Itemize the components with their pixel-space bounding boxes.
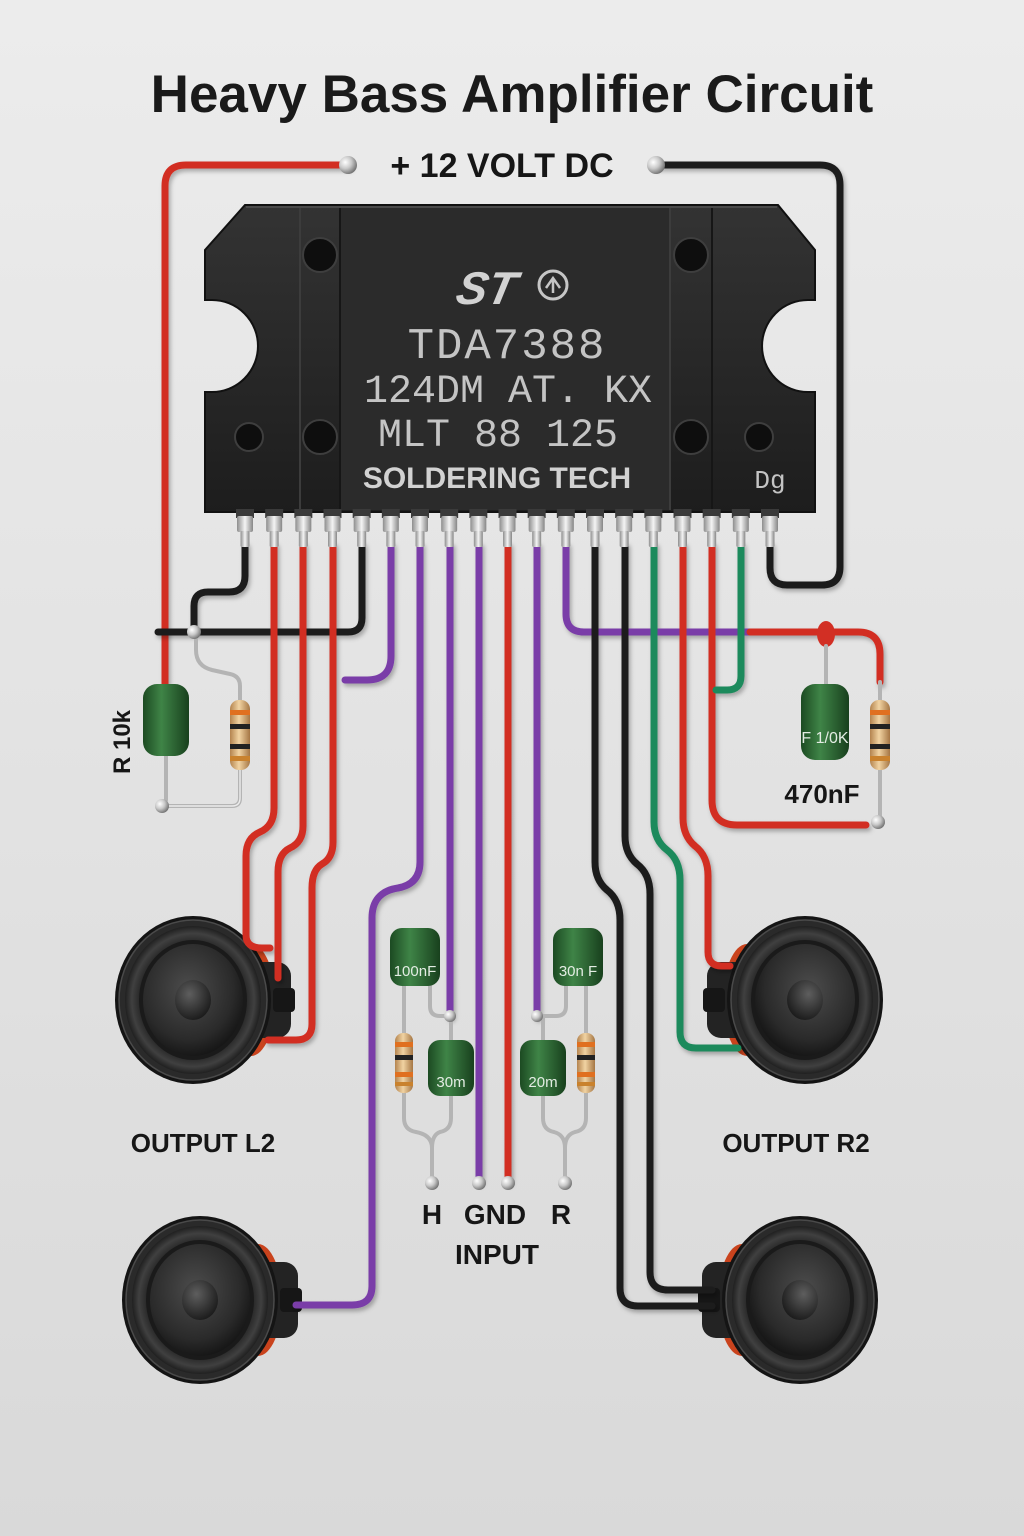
- chip-pin-5: [352, 509, 371, 547]
- wire-pin-7: [292, 541, 424, 1309]
- chip-pins: [236, 509, 779, 547]
- capacitor-30m-label: 30m: [436, 1074, 465, 1091]
- input-terminals: [425, 1176, 572, 1190]
- wire-pin-17: [708, 541, 870, 829]
- output-l2-label: OUTPUT L2: [131, 1128, 275, 1158]
- capacitor-470nf-label: 470nF: [784, 779, 859, 809]
- supply-wires: [161, 161, 844, 688]
- chip-mounting-hole: [673, 237, 709, 273]
- junction-node: [871, 815, 885, 829]
- wire-pin-4: [264, 541, 337, 1044]
- chip-pin-8: [440, 509, 459, 547]
- chip-pin-12: [556, 509, 575, 547]
- resistor-input-left: [395, 1033, 413, 1093]
- input-terminal-h: [425, 1176, 439, 1190]
- chip-pin-13: [586, 509, 604, 547]
- chip-pin-14: [615, 509, 634, 547]
- chip-pin-17: [702, 509, 721, 547]
- chip-pin-4: [323, 509, 342, 547]
- input-label: INPUT: [455, 1239, 539, 1270]
- capacitor-30nf-label: 30n F: [559, 963, 597, 980]
- chip-pin-1: [236, 509, 254, 547]
- chip-mounting-hole: [302, 237, 338, 273]
- chip-pin-6: [381, 509, 400, 547]
- chip-mounting-hole: [673, 419, 709, 455]
- supply-terminal-negative: [647, 156, 665, 174]
- junction-node: [531, 1010, 543, 1022]
- wire-pin-15: [650, 541, 742, 1052]
- chip-pin-15: [644, 509, 663, 547]
- resistor-470nf-network: [870, 700, 890, 770]
- chip-pin-19: [761, 509, 779, 547]
- chip-brand-text: SOLDERING TECH: [363, 462, 631, 495]
- wire-470nf-feed: [746, 628, 884, 686]
- r10k-resistor: [230, 700, 250, 770]
- input-terminal-gnd-1: [472, 1176, 486, 1190]
- wire-pin-3: [274, 541, 307, 982]
- wire-pin-2: [242, 541, 278, 952]
- page-title: Heavy Bass Amplifier Circuit: [151, 65, 874, 124]
- input-network-left: 100nF 30m: [390, 928, 474, 1182]
- wire-pin-1: [190, 541, 249, 636]
- junction-node: [155, 799, 169, 813]
- chip-pin-2: [265, 509, 284, 547]
- red-lead-bulb: [817, 621, 835, 647]
- output-r2-label: OUTPUT R2: [722, 1128, 869, 1158]
- input-terminal-gnd-2: [501, 1176, 515, 1190]
- input-terminal-r: [558, 1176, 572, 1190]
- chip-pin-16: [673, 509, 692, 547]
- wire-pin-6: [341, 541, 395, 684]
- capacitor-30m: [428, 1040, 474, 1096]
- junction-node: [444, 1010, 456, 1022]
- supply-terminal-positive: [339, 156, 357, 174]
- wire-pin-14: [621, 541, 716, 1294]
- wire-pin-18: [712, 541, 745, 694]
- r10k-capacitor: [143, 684, 189, 756]
- input-h-label: H: [422, 1199, 442, 1230]
- capacitor-20m-label: 20m: [528, 1074, 557, 1091]
- junction-node: [187, 625, 201, 639]
- chip-pin-18: [731, 509, 750, 547]
- chip-marking-line-3: MLT 88 125: [378, 414, 618, 459]
- chip-pin-10: [498, 509, 517, 547]
- resistor-input-right: [577, 1033, 595, 1093]
- wire-pin-16: [679, 541, 734, 970]
- chip-mounting-hole: [302, 419, 338, 455]
- chip-pin-7: [411, 509, 429, 547]
- capacitor-30nf: [553, 928, 603, 986]
- chip-mounting-hole: [744, 422, 774, 452]
- capacitor-470nf: [801, 684, 849, 760]
- input-r-label: R: [551, 1199, 571, 1230]
- capacitor-470nf-marking: F 1/0K: [801, 730, 848, 747]
- chip-pin-9: [469, 509, 488, 547]
- wire-pin-12: [562, 541, 754, 636]
- input-gnd-label: GND: [464, 1199, 526, 1230]
- chip-part-number: TDA7388: [408, 322, 607, 372]
- amplifier-chip: ST TDA7388 124DM AT. KX MLT 88 125 SOLDE…: [204, 204, 816, 513]
- r10k-network: R 10k: [109, 625, 250, 813]
- capacitor-100nf: [390, 928, 440, 986]
- chip-pin-3: [294, 509, 313, 547]
- r10k-label: R 10k: [109, 709, 136, 774]
- capacitor-20m: [520, 1040, 566, 1096]
- capacitor-470nf-network: F 1/0K 470nF: [784, 621, 890, 829]
- wire-supply-positive: [161, 161, 352, 688]
- power-supply-label: + 12 VOLT DC: [390, 147, 613, 185]
- wire-supply-ground: [652, 161, 844, 589]
- chip-center-plate: [340, 207, 670, 510]
- chip-pin-11: [527, 509, 546, 547]
- chip-mark: Dg: [754, 466, 785, 496]
- chip-marking-line-2: 124DM AT. KX: [364, 370, 652, 415]
- chip-mounting-hole: [234, 422, 264, 452]
- input-network-right: 30n F 20m: [520, 928, 603, 1182]
- signal-wires: [154, 541, 884, 1310]
- wire-pin-5: [154, 541, 366, 636]
- wire-pin-13: [591, 541, 716, 1310]
- chip-certification-icon: [537, 269, 569, 301]
- capacitor-100nf-label: 100nF: [394, 963, 437, 980]
